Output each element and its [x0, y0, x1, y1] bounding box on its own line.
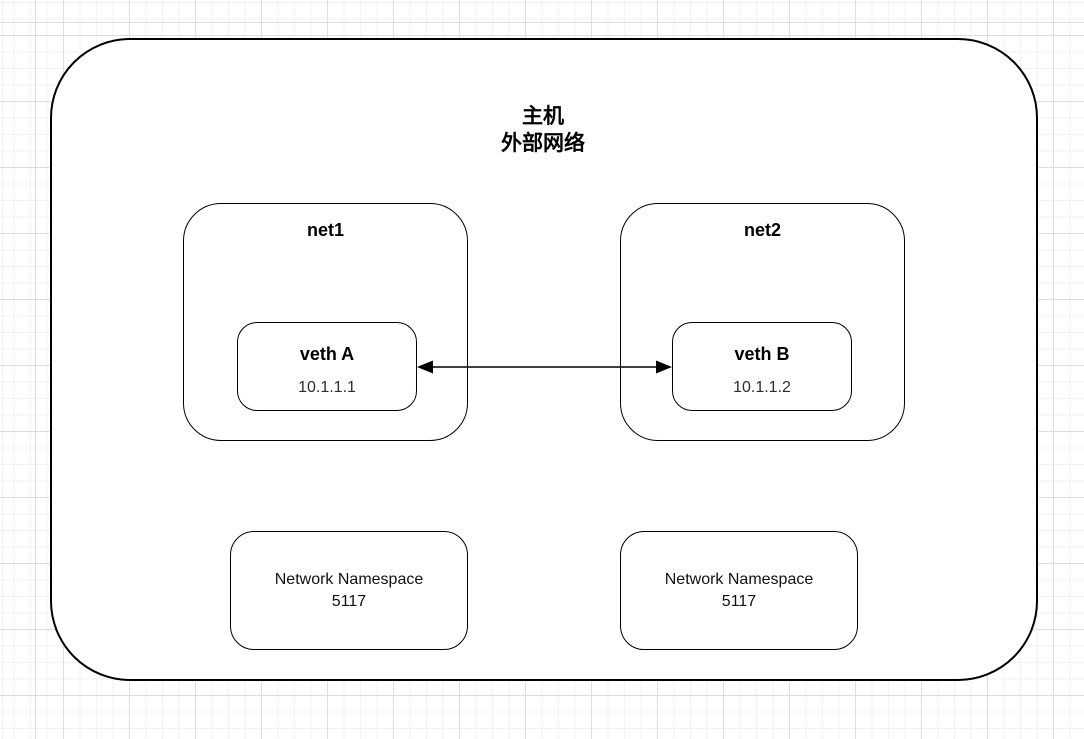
veth-b-box: veth B 10.1.1.2	[672, 322, 852, 411]
veth-a-label: veth A	[299, 344, 355, 364]
namespace-left-line2: 5117	[331, 592, 367, 610]
net1-label: net1	[306, 220, 344, 240]
net2-label: net2	[743, 220, 781, 240]
veth-connection-arrow	[415, 357, 674, 377]
veth-a-box: veth A 10.1.1.1	[237, 322, 417, 411]
namespace-left-line1: Network Namespace	[274, 570, 424, 588]
veth-a-ip: 10.1.1.1	[298, 379, 356, 396]
veth-b-label: veth B	[734, 344, 790, 364]
host-title: 主机 外部网络	[343, 103, 743, 157]
double-arrow-icon	[417, 360, 672, 374]
veth-b-ip: 10.1.1.2	[733, 379, 791, 396]
namespace-left-box: Network Namespace 5117	[230, 531, 468, 650]
host-title-line2: 外部网络	[501, 132, 585, 155]
host-title-line1: 主机	[522, 105, 564, 128]
namespace-right-line2: 5117	[721, 592, 757, 610]
namespace-right-box: Network Namespace 5117	[620, 531, 858, 650]
namespace-right-line1: Network Namespace	[664, 570, 814, 588]
